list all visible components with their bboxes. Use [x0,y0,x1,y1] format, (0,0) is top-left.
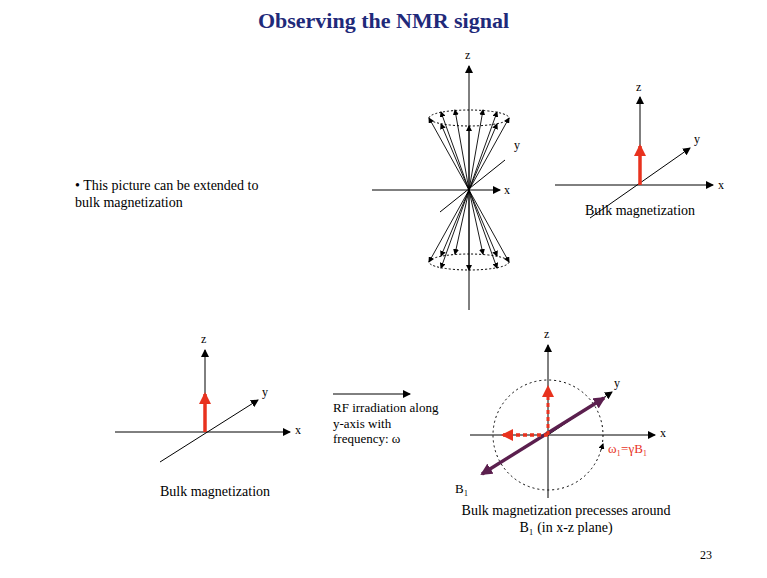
axis-label: x [504,183,510,197]
axis-label: y [514,138,520,152]
process-arrow [333,394,410,395]
axis-label: x [718,178,724,192]
process-note: RF irradiation along y-axis with frequen… [333,400,441,447]
axis-label: x [295,423,301,437]
figure-caption: Bulk magnetization precesses around B₁ (… [459,503,674,537]
frequency-label: ω₁=γB₁ [608,441,647,457]
axis-label: y [262,385,268,399]
page-number: 23 [700,548,712,562]
spin-cone [372,66,509,310]
bulk-axes [115,350,290,462]
axis-label: z [544,327,549,341]
figure-caption: Bulk magnetization [130,484,300,501]
axis-label: y [614,376,620,390]
axis-label: z [465,48,470,62]
figure-caption: Bulk magnetization [555,203,725,220]
precession-figure [470,345,655,498]
bulk-axes [555,97,713,218]
axis-label: x [660,426,666,440]
axis-label: z [636,80,641,94]
field-label: B₁ [455,481,468,497]
axis-label: z [201,332,206,346]
axis-label: y [694,132,700,146]
slide-title: Observing the NMR signal [0,8,767,34]
bullet-note: • This picture can be extended to bulk m… [75,178,280,212]
